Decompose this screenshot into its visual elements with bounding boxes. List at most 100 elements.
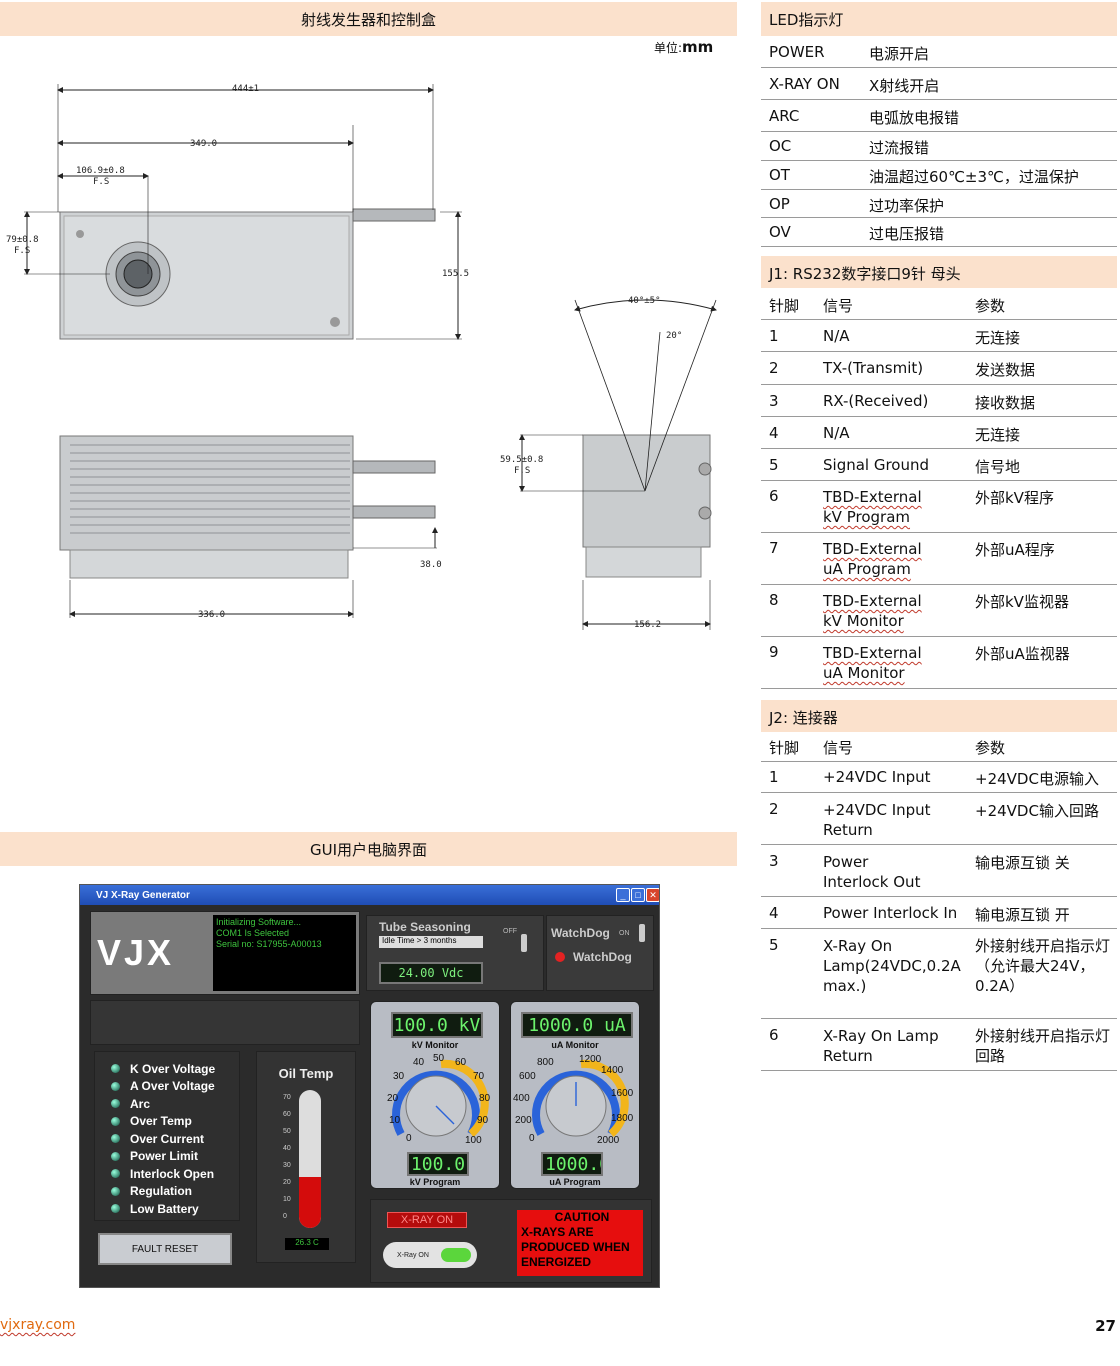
fault-item: Regulation [111, 1183, 215, 1201]
minimize-button[interactable]: _ [616, 888, 630, 902]
kv-program-label: kV Program [409, 1177, 461, 1187]
fault-led [111, 1186, 120, 1196]
watchdog-led-label: WatchDog [573, 950, 632, 964]
dim-window-offset-fs: F.S [93, 177, 109, 187]
watchdog-title: WatchDog [551, 926, 610, 940]
fault-led [111, 1081, 120, 1091]
j2-table-header: J2: 连接器 [761, 700, 1117, 732]
tube-seasoning-toggle[interactable] [521, 934, 527, 952]
ua-monitor-label: uA Monitor [551, 1040, 599, 1050]
on-label: ON [619, 930, 630, 937]
unit-value: mm [682, 38, 714, 56]
vdc-display: 24.00 Vdc [379, 962, 483, 984]
watchdog-panel: WatchDog ON WatchDog [546, 915, 654, 991]
fault-reset-button[interactable]: FAULT RESET [98, 1233, 232, 1265]
dim-base-length: 336.0 [198, 610, 225, 620]
page-number: 27 [1095, 1317, 1116, 1335]
website-link[interactable]: vjxray.com [0, 1317, 76, 1333]
oil-thermometer [299, 1090, 321, 1228]
j2-column-headers: 针脚信号参数 [761, 732, 1117, 762]
fault-item: Arc [111, 1095, 215, 1113]
dim-window-height-fs: F.S [14, 246, 30, 256]
dim-end-width: 156.2 [634, 620, 661, 630]
oil-temp-panel: Oil Temp 70 60 50 40 30 20 10 0 26.3 C [256, 1051, 356, 1263]
idle-time-select[interactable]: Idle Time > 3 months [379, 936, 483, 948]
led-table-header: LED指示灯 [761, 2, 1117, 36]
j1-table-title: J1: RS232数字接口9针 母头 [769, 265, 961, 283]
maximize-button[interactable]: □ [631, 888, 645, 902]
xray-on-indicator: X-RAY ON [387, 1212, 467, 1228]
status-line: Initializing Software... [216, 917, 302, 927]
dim-window-height: 79±0.8 [6, 235, 39, 245]
kv-knob[interactable] [381, 1052, 491, 1148]
fault-item: Power Limit [111, 1148, 215, 1166]
oil-temp-title: Oil Temp [278, 1066, 334, 1081]
j2-table-title: J2: 连接器 [769, 709, 838, 727]
ua-program-label: uA Program [549, 1177, 601, 1187]
watchdog-led [555, 952, 565, 962]
ua-tick-labels: 0 200 400 600 800 1000 1200 1400 1600 18… [513, 1054, 634, 1146]
fault-led [111, 1134, 120, 1144]
drawing-section-header: 射线发生器和控制盒 [0, 2, 737, 36]
blank-panel [90, 1000, 360, 1045]
fault-led [111, 1151, 120, 1161]
kv-gauge-panel: 100.0 kV kV Monitor 0 10 20 30 40 50 60 … [370, 1001, 500, 1189]
fault-led [111, 1116, 120, 1126]
dimension-drawing: 444±1 349.0 106.9±0.8 F.S 79±0.8 F.S 155… [6, 84, 717, 630]
ua-gauge-panel: 1000.0 uA uA Monitor 0 200 400 600 800 1… [510, 1001, 640, 1189]
xray-on-button[interactable]: X-Ray ON [383, 1242, 477, 1268]
ua-monitor-display: 1000.0 uA [521, 1012, 633, 1038]
watchdog-toggle[interactable] [639, 924, 645, 942]
dim-focal-height-fs: F.S [514, 466, 530, 476]
fault-led [111, 1169, 120, 1179]
ua-program-input[interactable]: 1000.0 [541, 1152, 603, 1176]
kv-monitor-display: 100.0 kV [391, 1012, 483, 1038]
fault-item: Over Current [111, 1130, 215, 1148]
vjx-logo: VJX [97, 932, 175, 973]
kv-tick-labels: 0 10 20 30 40 50 60 70 80 90 100 [387, 1053, 491, 1146]
led-table-title: LED指示灯 [769, 11, 844, 29]
fault-panel: K Over Voltage A Over Voltage Arc Over T… [94, 1051, 240, 1221]
caution-label: CAUTION X-RAYS ARE PRODUCED WHEN ENERGIZ… [517, 1210, 643, 1276]
fault-list: K Over Voltage A Over Voltage Arc Over T… [111, 1060, 215, 1218]
dim-body-length: 349.0 [190, 139, 217, 149]
kv-program-input[interactable]: 100.0 [407, 1152, 469, 1176]
tube-seasoning-panel: Tube Seasoning Idle Time > 3 months OFF … [366, 915, 544, 991]
gui-section-header: GUI用户电脑界面 [0, 832, 737, 866]
drawing-section-title: 射线发生器和控制盒 [300, 10, 436, 29]
xray-panel: X-RAY ON X-Ray ON CAUTION X-RAYS ARE PRO… [370, 1199, 652, 1283]
xray-on-led [440, 1248, 471, 1262]
close-button[interactable]: ✕ [646, 888, 659, 902]
dim-window-offset: 106.9±0.8 [76, 166, 125, 176]
kv-monitor-label: kV Monitor [411, 1040, 459, 1050]
ua-knob[interactable] [521, 1052, 631, 1148]
fault-item: K Over Voltage [111, 1060, 215, 1078]
j1-table-header: J1: RS232数字接口9针 母头 [761, 256, 1117, 288]
dim-half-angle: 20° [666, 331, 682, 341]
dim-connector-spacing: 38.0 [420, 560, 442, 570]
status-display: Initializing Software... COM1 Is Selecte… [213, 915, 356, 991]
fault-item: Low Battery [111, 1200, 215, 1218]
dim-focal-height: 59.5±0.8 [500, 455, 543, 465]
tube-seasoning-title: Tube Seasoning [379, 920, 471, 934]
fault-led [111, 1099, 120, 1109]
status-line: COM1 Is Selected [216, 928, 290, 938]
